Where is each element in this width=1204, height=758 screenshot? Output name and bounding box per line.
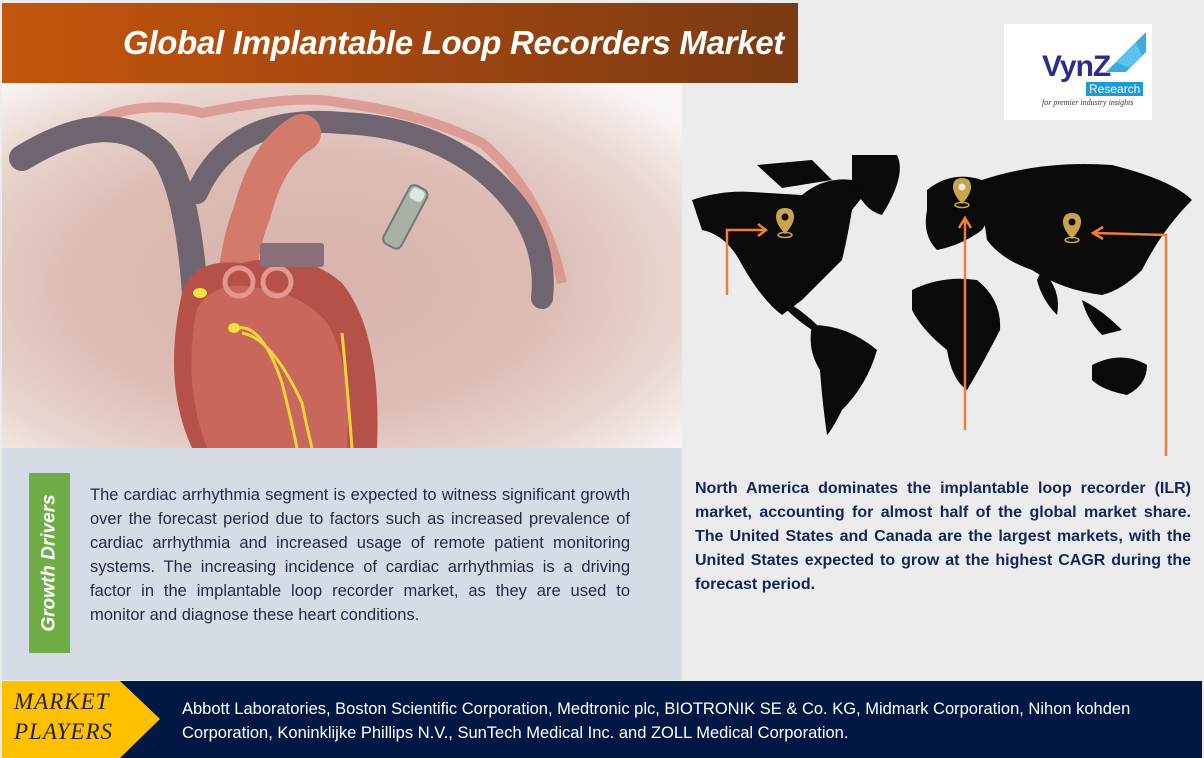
market-players-label-line1: MARKET xyxy=(14,689,110,714)
growth-drivers-text: The cardiac arrhythmia segment is expect… xyxy=(90,486,630,624)
title-banner: Global Implantable Loop Recorders Market xyxy=(2,3,798,83)
world-map-icon xyxy=(692,155,1192,456)
market-players-label: MARKET PLAYERS xyxy=(2,681,160,758)
logo-arrow-icon xyxy=(1106,32,1146,72)
regional-summary-text: North America dominates the implantable … xyxy=(695,480,1191,593)
vynz-research-logo: VynZ Research for premier industry insig… xyxy=(1004,24,1152,120)
loop-recorder-device-icon xyxy=(382,184,429,250)
map-pin-north-america-icon xyxy=(776,208,794,239)
logo-sub: Research xyxy=(1086,82,1144,96)
growth-drivers-panel: Growth Drivers The cardiac arrhythmia se… xyxy=(2,448,682,680)
heart-illustration xyxy=(2,83,682,448)
logo-brand: VynZ xyxy=(1042,50,1111,83)
growth-drivers-label: Growth Drivers xyxy=(38,494,60,632)
logo-tagline: for premier industry insights xyxy=(1042,98,1134,107)
market-players-bar: MARKET PLAYERS Abbott Laboratories, Bost… xyxy=(2,681,1202,758)
market-players-label-line2: PLAYERS xyxy=(14,719,114,744)
page-title: Global Implantable Loop Recorders Market xyxy=(123,24,784,61)
world-map xyxy=(682,150,1204,460)
growth-drivers-tab: Growth Drivers xyxy=(29,473,70,653)
map-pin-asia-icon xyxy=(1063,213,1081,244)
market-players-list: Abbott Laboratories, Boston Scientific C… xyxy=(182,700,1131,742)
map-pin-europe-icon xyxy=(953,178,971,209)
heart-anatomy-icon xyxy=(9,94,567,448)
